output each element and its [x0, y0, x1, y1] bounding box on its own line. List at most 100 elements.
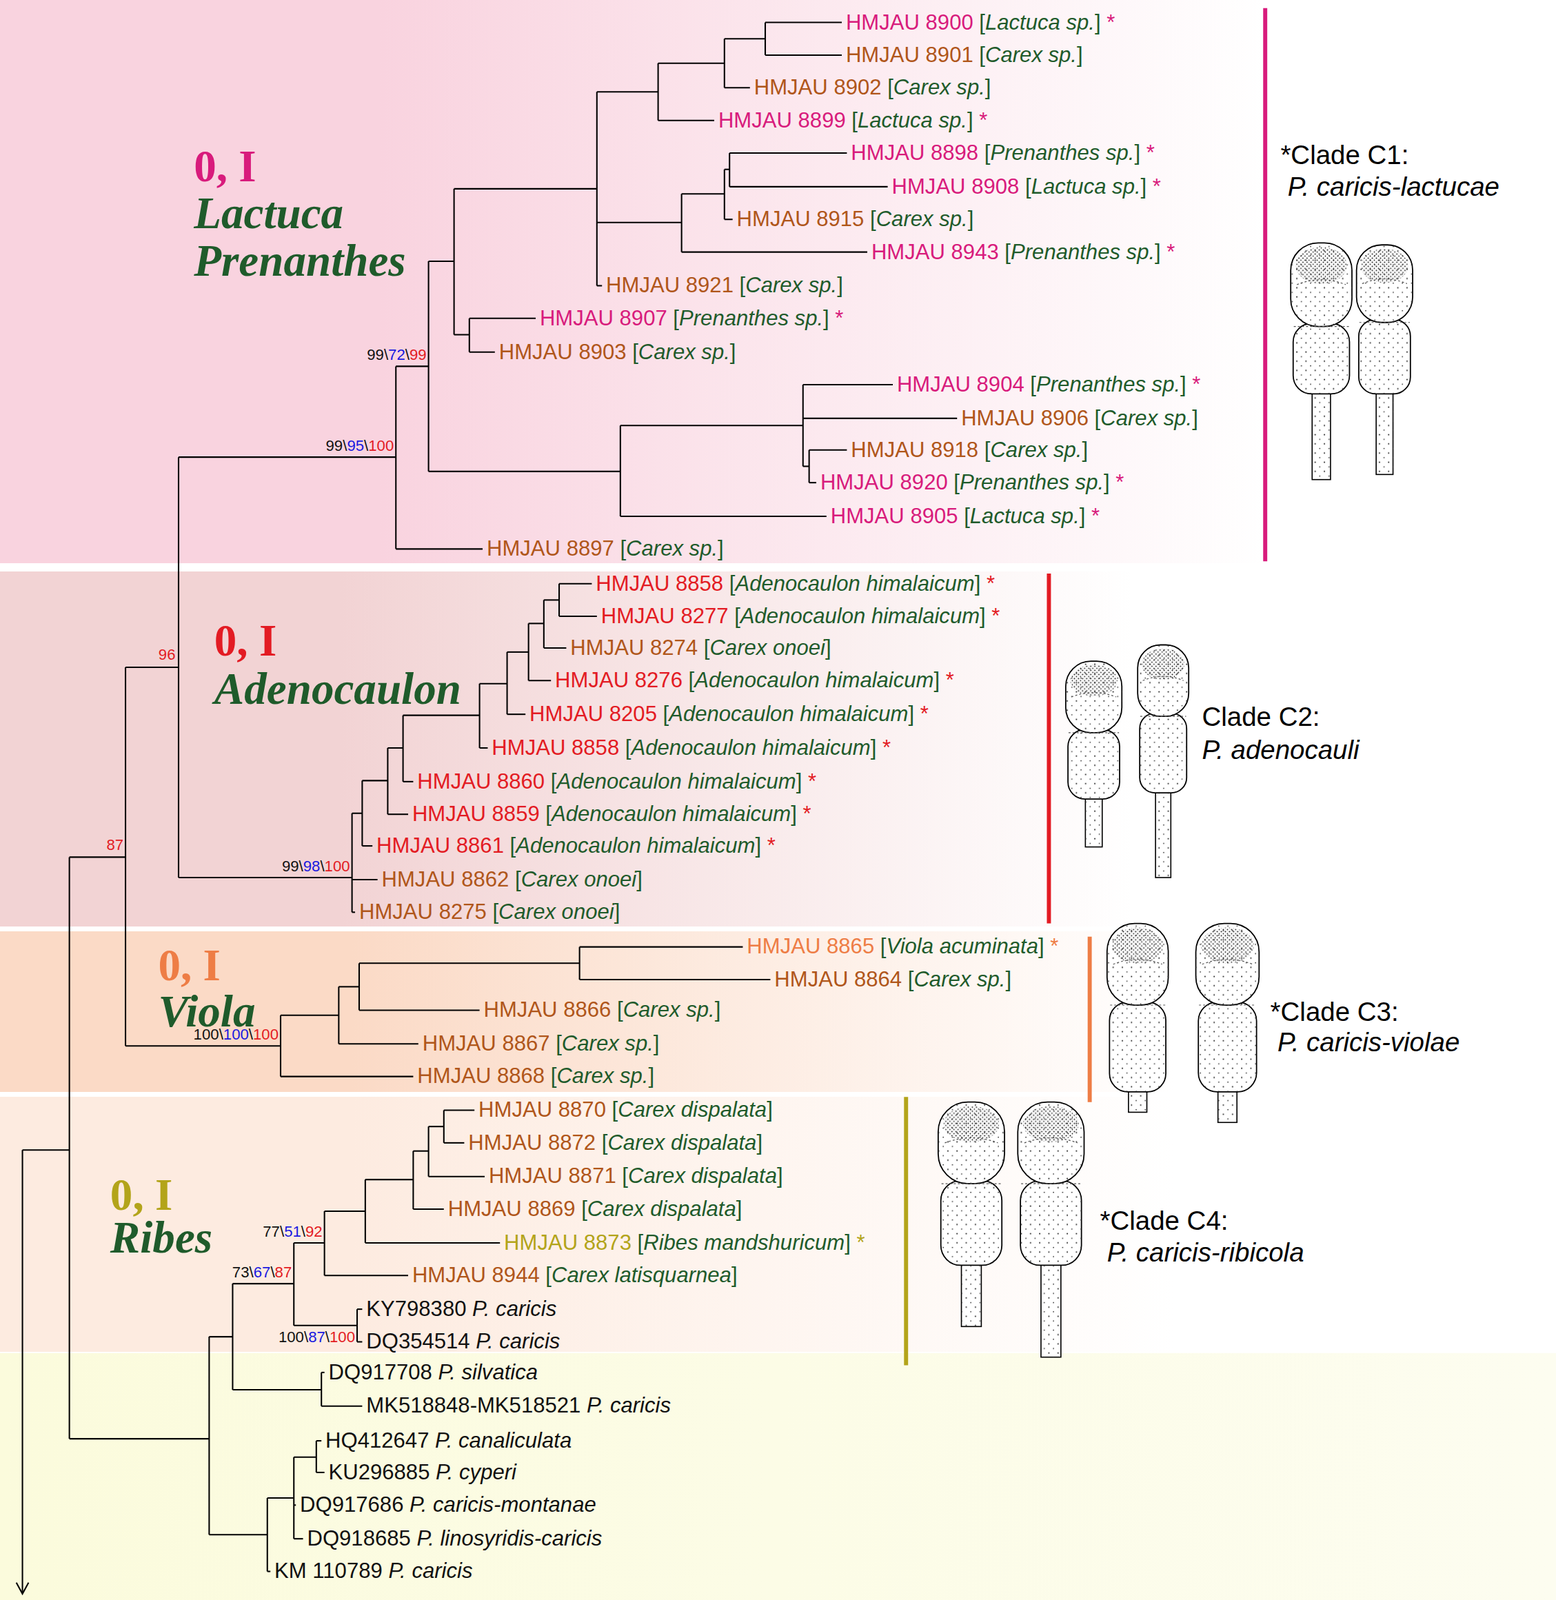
lower-cell	[1358, 319, 1411, 394]
host-name: Carex sp.	[1100, 406, 1192, 431]
asterisk: *	[761, 833, 776, 858]
host-name: Carex onoei	[498, 899, 615, 924]
tip-label: HMJAU 8277 [Adenocaulon himalaicum] *	[601, 603, 1001, 629]
bracket: ]	[1094, 10, 1101, 35]
upper-cell-stipple	[1107, 923, 1169, 1006]
upper-cell	[938, 1102, 1005, 1184]
bracket: [	[682, 668, 695, 693]
bracket: ]	[907, 701, 915, 726]
specimen-id: HMJAU 8898	[850, 140, 979, 165]
bracket: [	[631, 1230, 644, 1255]
species-name: P. linosyridis-caricis	[410, 1526, 602, 1551]
inner-wall	[1071, 692, 1117, 697]
septum	[1359, 321, 1410, 323]
lower-cell-stipple	[1020, 1180, 1082, 1266]
separator: \	[384, 346, 389, 365]
specimen-id: HMJAU 8915	[736, 206, 865, 231]
branch	[365, 1178, 414, 1181]
asterisk: *	[914, 701, 929, 726]
branch	[543, 599, 560, 601]
support-number: 95	[346, 437, 365, 456]
specimen-id: HMJAU 8902	[754, 75, 882, 100]
lower-cell-stipple	[1139, 713, 1187, 793]
branch	[597, 284, 602, 287]
tip-label: HMJAU 8276 [Adenocaulon himalaicum] *	[554, 668, 955, 693]
asterisk: *	[985, 603, 1001, 629]
branch	[387, 813, 409, 815]
pedicel-stipple	[961, 1261, 982, 1328]
host-name: Ribes mandshuricum	[643, 1230, 845, 1255]
specimen-id: HMJAU 8276	[554, 668, 683, 693]
bracket: [	[973, 10, 986, 35]
branch	[454, 333, 470, 336]
tip-label: HMJAU 8901 [Carex sp.]	[845, 42, 1084, 68]
branch	[597, 221, 682, 224]
specimen-id: HMJAU 8861	[376, 833, 504, 858]
bracket: [	[610, 997, 623, 1022]
inner-wall	[1296, 279, 1346, 285]
asterisk: *	[876, 735, 891, 760]
species-label: P. caricis-violae	[1277, 1027, 1460, 1058]
species-name: P. caricis	[580, 1393, 671, 1419]
tip-label: DQ354514 P. caricis	[366, 1329, 560, 1355]
inner-wall	[1113, 959, 1163, 965]
host-name: Prenanthes sp.	[989, 140, 1135, 165]
support-number: 77	[262, 1223, 280, 1241]
spore-stage-label: 0, I	[157, 941, 220, 989]
support-number: 100	[368, 437, 394, 456]
host-name: Carex sp.	[745, 273, 837, 298]
specimen-id: HMJAU 8907	[539, 306, 668, 331]
separator: \	[249, 1263, 254, 1281]
tip-label: HMJAU 8944 [Carex latisquarnea]	[412, 1263, 738, 1288]
inner-wall	[1143, 676, 1184, 681]
asterisk: *	[829, 306, 844, 331]
upper-cell-stipple	[1356, 244, 1413, 322]
upper-cell	[1137, 645, 1189, 717]
support-value: 77\51\92	[262, 1223, 322, 1241]
tip-label: KY798380 P. caricis	[366, 1296, 557, 1322]
bracket: [	[544, 769, 557, 794]
bracket: ]	[844, 1230, 851, 1255]
support-value: 99\95\100	[326, 437, 395, 456]
tip-label: HMJAU 8275 [Carex onoei]	[359, 899, 620, 925]
host-name: Adenocaulon himalaicum	[668, 701, 908, 726]
apical-stipple	[1295, 246, 1348, 284]
support-number: 100	[324, 857, 351, 875]
branch	[803, 465, 810, 467]
support-value: 73\67\87	[232, 1263, 292, 1282]
lower-cell	[941, 1180, 1003, 1266]
branch	[809, 481, 817, 484]
specimen-id: HMJAU 8205	[529, 701, 658, 726]
branch	[361, 779, 388, 782]
bracket: ]	[1134, 140, 1141, 165]
branch	[620, 515, 827, 518]
separator: \	[279, 1223, 285, 1241]
branch	[359, 1009, 480, 1011]
branch	[280, 1014, 339, 1017]
tip-label: HMJAU 8902 [Carex sp.]	[754, 75, 992, 100]
pedicel-stipple	[1155, 788, 1171, 878]
tip-label: HMJAU 8918 [Carex sp.]	[850, 437, 1088, 463]
specimen-id: HMJAU 8872	[468, 1130, 596, 1155]
pedicel-stipple	[1041, 1261, 1062, 1358]
pedicel	[961, 1261, 982, 1328]
tip-label: KM 110789 P. caricis	[274, 1558, 473, 1584]
bracket: [	[697, 635, 710, 660]
tip-label: HMJAU 8921 [Carex sp.]	[605, 273, 844, 299]
lower-cell	[1198, 1002, 1257, 1093]
bracket: ]	[1081, 437, 1088, 462]
clade-label: *Clade C1:	[1280, 139, 1409, 171]
separator: \	[342, 437, 347, 456]
specimen-id: HMJAU 8858	[491, 735, 620, 760]
upper-cell	[1107, 923, 1169, 1006]
support-value: 87	[106, 836, 124, 855]
apical-stipple	[1023, 1106, 1079, 1143]
bracket: [	[978, 140, 990, 165]
branch	[403, 781, 414, 783]
specimen-id: HMJAU 8864	[774, 967, 902, 992]
branch	[280, 1076, 413, 1078]
host-name: Prenanthes sp.	[679, 306, 824, 331]
branch	[724, 86, 751, 89]
bracket: ]	[766, 1097, 773, 1122]
